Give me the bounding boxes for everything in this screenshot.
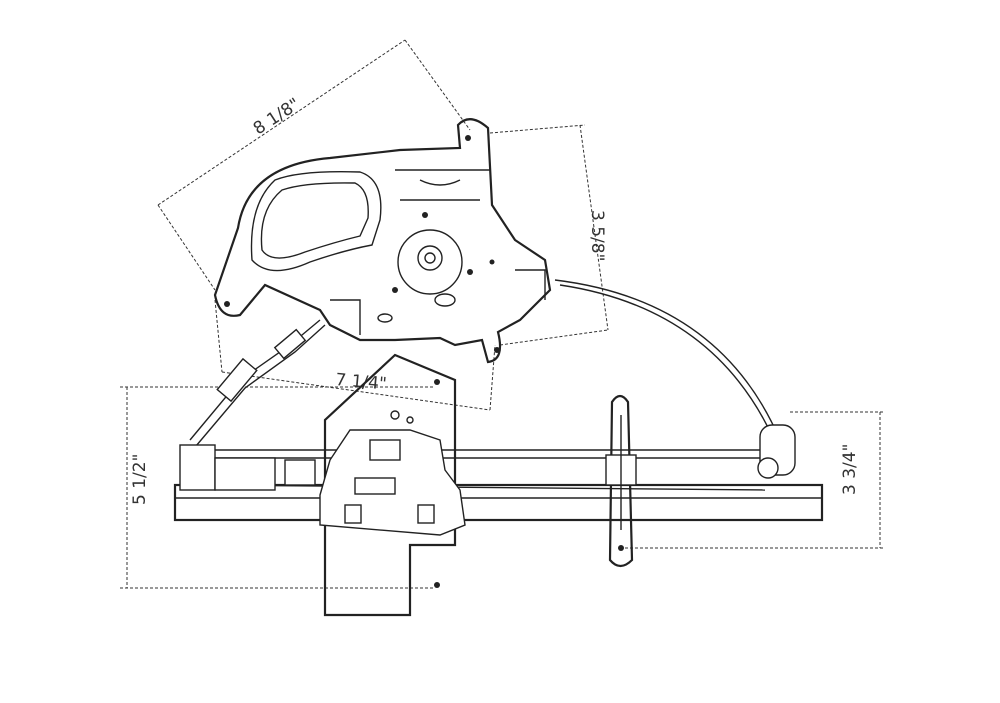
dimension-label-right-upper: 3 5/8" (587, 210, 607, 261)
lifter-plate (319, 353, 466, 617)
mounting-bracket (605, 394, 637, 568)
dimension-label-left: 5 1/2" (130, 454, 150, 505)
dimension-label-top: 8 1/8" (250, 94, 304, 139)
motor-bracket (213, 118, 552, 364)
cables (189, 279, 781, 447)
dimension-label-right-lower: 3 3/4" (840, 444, 860, 495)
dimension-label-middle: 7 1/4" (335, 370, 388, 394)
dimension-lines (120, 39, 885, 589)
regulator-rail (173, 424, 824, 522)
